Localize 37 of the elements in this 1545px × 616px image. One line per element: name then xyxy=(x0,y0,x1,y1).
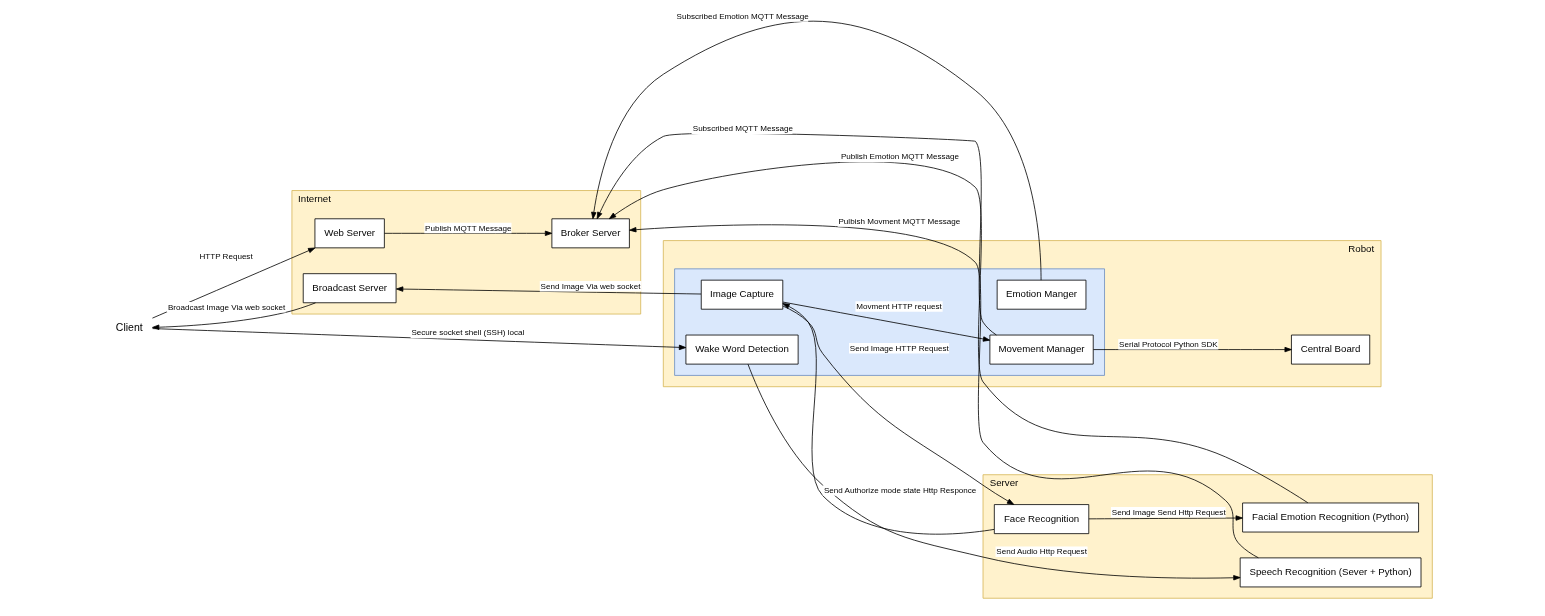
arrow xyxy=(591,21,1042,281)
arrow xyxy=(747,363,1241,581)
arrow xyxy=(608,161,1309,504)
node-box: Speech Recognition (Sever + Python) xyxy=(1239,557,1422,588)
arrow xyxy=(596,132,997,336)
edge-label: Serial Protocol Python SDK xyxy=(1119,339,1218,349)
node-box: Facial Emotion Recognition (Python) xyxy=(1242,502,1419,533)
edge-label: Send Image Send Http Request xyxy=(1111,507,1226,517)
edge-label: Subscribed Emotion MQTT Message xyxy=(676,11,809,21)
edge-label: Send Audio Http Request xyxy=(996,547,1087,557)
edge-label: Secure socket shell (SSH) local xyxy=(411,328,525,338)
node-box: Broadcast Server xyxy=(302,273,397,304)
node-box: Web Server xyxy=(314,218,385,249)
node-text: Client xyxy=(115,321,143,333)
node-box: Movement Manager xyxy=(989,334,1094,365)
arrow xyxy=(396,286,702,295)
node-box: Broker Server xyxy=(551,218,630,249)
edge-label: Subscribed MQTT Message xyxy=(692,124,794,134)
node-box: Emotion Manger xyxy=(996,279,1087,310)
node-box: Face Recognition xyxy=(993,504,1090,535)
arrow xyxy=(782,305,1015,505)
node-box: Wake Word Detection xyxy=(685,334,799,365)
edge-label: Publish Emotion MQTT Message xyxy=(840,152,960,162)
arrow xyxy=(384,230,553,236)
cluster xyxy=(674,268,1105,376)
edge-label: HTTP Request xyxy=(199,251,253,261)
arrow xyxy=(152,247,316,319)
edge-label: Send Image HTTP Request xyxy=(849,343,949,353)
node-box: Image Capture xyxy=(700,279,784,310)
edge-label: Send Image Via web socket xyxy=(540,281,641,291)
edge-label: Send Authorize mode state Http Responce xyxy=(823,485,977,495)
edge-label: Broadcast Image Via web socket xyxy=(167,302,286,312)
arrow xyxy=(1088,515,1243,521)
edge-label: Publish MQTT Message xyxy=(425,223,512,233)
edge-label: Movment HTTP request xyxy=(856,301,942,311)
edge-label: Pulbish Movment MQTT Message xyxy=(838,217,961,227)
node-box: Central Board xyxy=(1291,334,1371,365)
